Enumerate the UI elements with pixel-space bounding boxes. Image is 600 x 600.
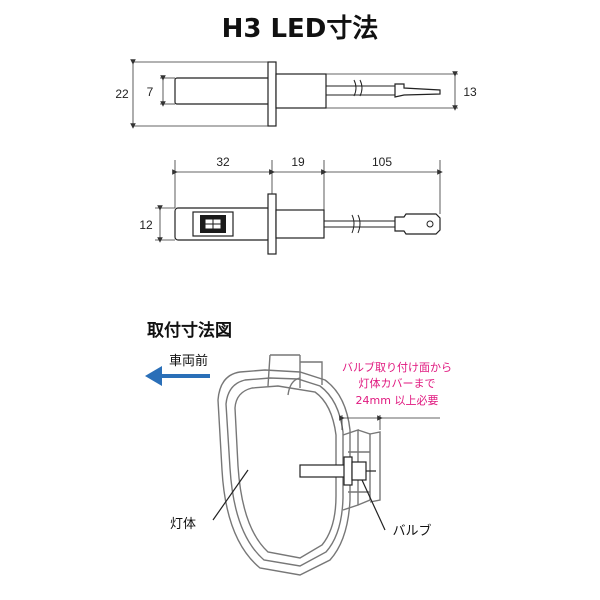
bulb-label: バルブ — [392, 523, 431, 539]
dim-head-length: 32 — [216, 155, 230, 169]
lamp-housing — [217, 354, 381, 576]
dim-height: 12 — [139, 218, 153, 232]
dim-cable-length: 105 — [372, 155, 392, 169]
cable-connector-side — [394, 213, 441, 235]
install-note-line-1: バルブ取り付け面から — [342, 360, 452, 374]
lamp-label: 灯体 — [170, 517, 196, 532]
forward-arrow-icon — [145, 366, 210, 386]
bulb-base-side — [275, 209, 325, 239]
bulb-flange-side — [267, 193, 277, 255]
bulb-base — [275, 73, 327, 109]
direction-label: 車両前 — [169, 353, 208, 369]
install-diagram: 取付寸法図 車両前 — [145, 320, 452, 576]
install-note-line-2: 灯体カバーまで — [359, 376, 436, 390]
dim-head-height: 7 — [147, 85, 154, 99]
install-subtitle: 取付寸法図 — [147, 320, 232, 341]
bulb-installed — [299, 456, 376, 486]
lamp-leader-line — [212, 469, 249, 521]
top-view: 22 7 13 — [115, 59, 477, 129]
bulb-head — [174, 77, 271, 105]
bulb-flange — [267, 61, 277, 127]
dim-cable-height: 13 — [463, 85, 477, 99]
side-view: 32 19 105 12 — [139, 155, 443, 255]
page-title: H3 LED寸法 — [222, 14, 379, 44]
cable-connector — [394, 83, 441, 98]
dim-total-height: 22 — [115, 87, 129, 101]
dim-base-length: 19 — [291, 155, 305, 169]
install-note-line-3: 24mm 以上必要 — [356, 394, 439, 407]
bulb-leader-line — [361, 479, 386, 531]
